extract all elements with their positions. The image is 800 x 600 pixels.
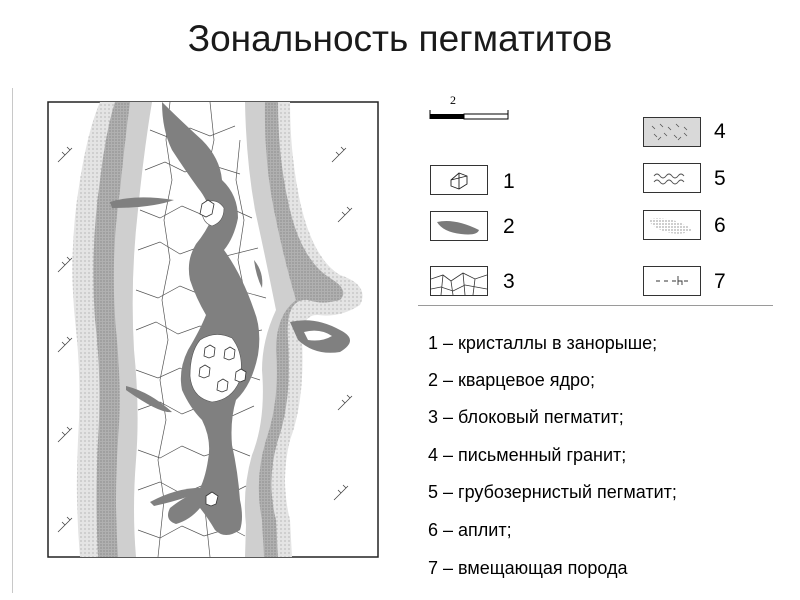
block-pegmatite-symbol-icon — [431, 272, 487, 295]
legend-desc-3: 3 – блоковый пегматит; — [428, 407, 624, 427]
legend-desc-2: 2 – кварцевое ядро; — [428, 370, 596, 390]
legend-box-5 — [643, 163, 701, 193]
legend-num-5: 5 — [714, 167, 726, 190]
scale-label: 2 — [450, 93, 456, 107]
quartz-vein-lower-left — [126, 386, 172, 413]
crystals — [198, 199, 247, 507]
legend-num-2: 2 — [503, 215, 515, 238]
scale-bar — [429, 110, 509, 120]
legend-num-7: 7 — [714, 270, 726, 293]
page-title: Зональность пегматитов — [187, 18, 613, 59]
legend-desc-5: 5 – грубозернистый пегматит; — [428, 482, 677, 502]
legend-box-1 — [430, 165, 488, 195]
legend-box-2 — [430, 211, 488, 241]
legend-box-7 — [643, 266, 701, 296]
aplite-symbol-icon — [648, 218, 692, 234]
left-divider — [12, 88, 13, 593]
legend-desc-4: 4 – письменный гранит; — [428, 445, 627, 465]
legend-desc-6: 6 – аплит; — [428, 520, 512, 540]
legend-box-6 — [643, 210, 701, 240]
quartz-core-symbol-icon — [437, 221, 479, 235]
legend-num-4: 4 — [714, 120, 726, 143]
quartz-vein-lower — [150, 487, 208, 506]
host-rock-marks — [57, 146, 353, 533]
legend-box-4 — [643, 117, 701, 147]
legend-desc-7: 7 – вмещающая порода — [428, 558, 628, 578]
legend-separator — [418, 305, 773, 306]
legend-box-3 — [430, 266, 488, 296]
legend-num-6: 6 — [714, 214, 726, 237]
coarse-pegmatite-symbol-icon — [653, 173, 685, 185]
legend-desc-1: 1 – кристаллы в занорыше; — [428, 333, 658, 353]
host-rock-symbol-icon — [656, 276, 688, 285]
pegmatite-zonation-map — [47, 101, 379, 558]
crystal-symbol-icon — [450, 172, 468, 190]
legend-num-1: 1 — [503, 170, 515, 193]
legend-num-3: 3 — [503, 270, 515, 293]
graphic-granite-symbol-icon — [644, 118, 700, 146]
quartz-lens-left — [110, 197, 174, 208]
quartz-core — [162, 102, 260, 535]
